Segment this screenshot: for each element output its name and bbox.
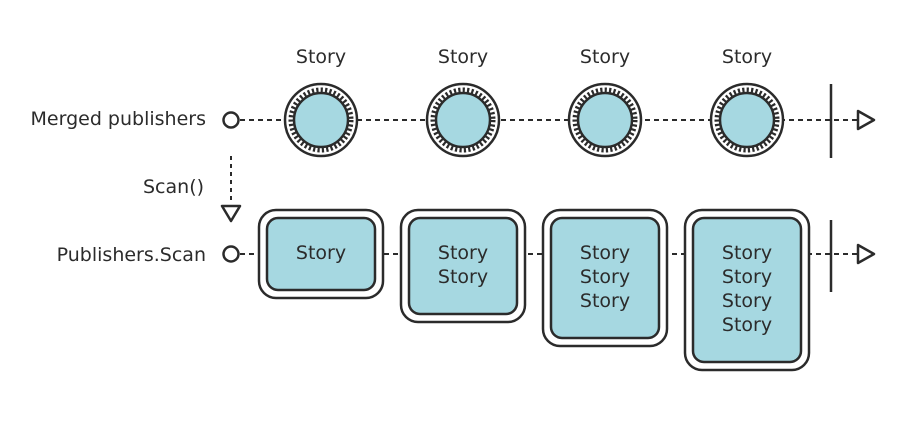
scan-box-line: Story: [579, 242, 631, 264]
scan-box-line: Story: [579, 266, 631, 288]
story-marble: [709, 82, 785, 158]
merged-event-marbles: [283, 82, 785, 158]
scan-box-line: Story: [437, 242, 489, 264]
scan-result-box: [399, 208, 527, 324]
story-marble: [283, 82, 359, 158]
story-marble: [567, 82, 643, 158]
scan-result-box: [257, 208, 385, 300]
scan-result-box: [683, 208, 811, 372]
scan-box-line: Story: [295, 242, 347, 264]
scan-event-boxes: [257, 208, 811, 372]
scan-box-line: Story: [437, 266, 489, 288]
merged-publishers-label: Merged publishers: [30, 108, 206, 130]
scan-operator-label: Scan(): [143, 176, 205, 198]
merged-event-label: Story: [437, 46, 489, 68]
scan-result-box: [541, 208, 669, 348]
merged-arrow-head: [856, 109, 876, 131]
operator-arrow-head: [220, 204, 242, 223]
scan-operator-arrow: [220, 156, 242, 223]
scan-box-line: Story: [721, 314, 773, 336]
scan-box-line: Story: [579, 290, 631, 312]
merged-event-label: Story: [295, 46, 347, 68]
scan-box-line: Story: [721, 242, 773, 264]
story-marble: [425, 82, 501, 158]
merged-event-label: Story: [721, 46, 773, 68]
merged-start-marker: [222, 111, 240, 129]
scan-box-line: Story: [721, 266, 773, 288]
scan-box-line: Story: [721, 290, 773, 312]
publishers-scan-label: Publishers.Scan: [56, 244, 206, 266]
merged-event-label: Story: [579, 46, 631, 68]
scan-start-marker: [222, 245, 240, 263]
scan-box-text: Story: [267, 241, 375, 265]
scan-arrow-head: [856, 243, 876, 265]
